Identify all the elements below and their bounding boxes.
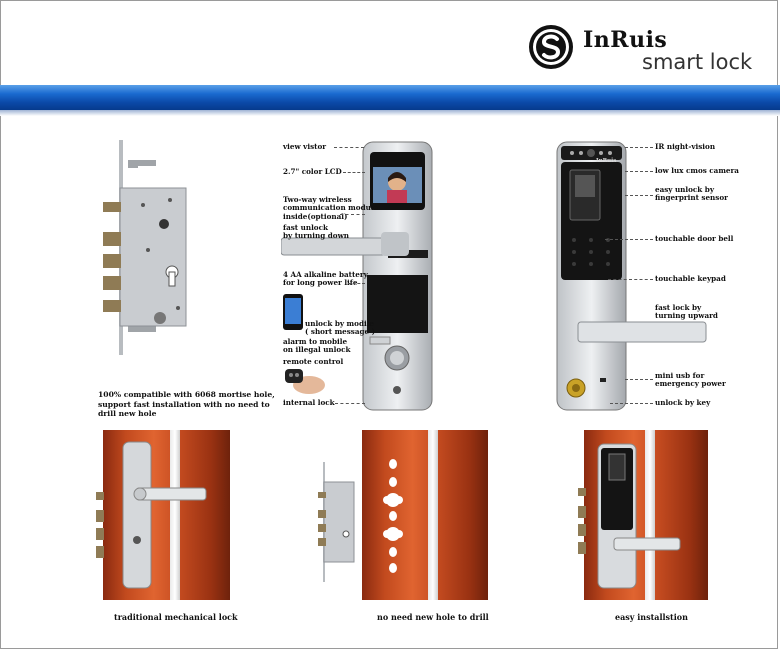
mortise-lock-image [103, 140, 187, 355]
mobile-phone-image [283, 294, 303, 330]
leader-two-way-module [340, 214, 365, 215]
label-mini-usb: mini usb for emergency power [655, 371, 726, 389]
door-frame-strip-middle [428, 430, 438, 600]
caption-traditional-lock: traditional mechanical lock [114, 612, 238, 622]
label-view-visitor: view vistor [283, 142, 327, 151]
leader-usb [625, 379, 653, 380]
label-keypad: touchable keypad [655, 274, 726, 283]
door-holes-image [383, 459, 403, 573]
header-band [0, 85, 780, 110]
door-frame-strip-left [170, 430, 180, 600]
label-camera: low lux cmos camera [655, 166, 739, 175]
leader-battery [348, 283, 365, 284]
label-alarm: alarm to mobile on illegal unlock [283, 337, 351, 355]
label-remote-control: remote control [283, 357, 344, 366]
label-ir-night-vision: IR night-vision [655, 142, 716, 151]
outside-handle-image [577, 321, 707, 343]
mortise-small-image [318, 462, 355, 582]
caption-easy-installation: easy installstion [615, 612, 688, 622]
leader-key [610, 403, 653, 404]
label-fast-unlock: fast unlock by turning down [283, 223, 349, 241]
header-band-shadow [0, 110, 780, 116]
leader-view-visitor [334, 147, 364, 148]
lock-outside-view-image [556, 141, 627, 411]
leader-keypad [608, 279, 653, 280]
smart-lock-installed-image [578, 443, 681, 589]
label-lcd: 2.7" color LCD [283, 167, 342, 176]
label-two-way-module: Two-way wireless communication module in… [283, 195, 379, 221]
remote-control-image [285, 369, 325, 394]
mechanical-lock-image [96, 441, 207, 589]
leader-internal-lock [335, 403, 365, 404]
brand-tagline: smart lock [642, 50, 753, 74]
label-internal-lock: internal lock [283, 398, 335, 407]
label-fingerprint: easy unlock by fingerprint sensor [655, 185, 728, 203]
label-battery: 4 AA alkaline battery for long power lif… [283, 270, 368, 288]
inside-handle-image [281, 232, 409, 256]
leader-camera [625, 171, 653, 172]
door-frame-strip-right [645, 430, 655, 600]
caption-no-new-hole: no need new hole to drill [377, 612, 489, 622]
device-brand-text: InRuis [596, 158, 617, 164]
door-panel-middle [362, 430, 488, 600]
brand-name: InRuis [583, 27, 668, 53]
leader-fingerprint [625, 195, 653, 196]
label-unlock-by-key: unlock by key [655, 398, 711, 407]
label-door-bell: touchable door bell [655, 234, 734, 243]
lock-inside-view-image [362, 141, 433, 411]
leader-door-bell [605, 239, 653, 240]
brand-logo-icon [529, 25, 573, 69]
leader-ir [625, 147, 653, 148]
label-mobile-unlock: unlock by modile ( short message ) [305, 319, 376, 337]
mortise-description: 100% compatible with 6068 mortise hole, … [98, 390, 275, 418]
label-fast-lock: fast lock by turning upward [655, 303, 718, 321]
leader-lcd [343, 172, 365, 173]
